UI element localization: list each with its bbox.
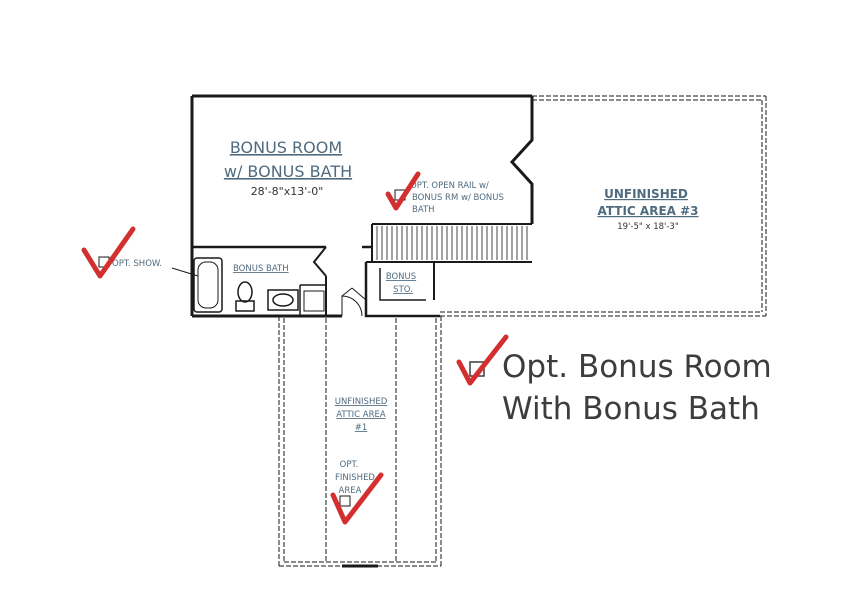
open-rail-label-1: OPT. OPEN RAIL w/ [410,181,489,191]
shower-leader-line [171,267,199,277]
attic-1-label-1: UNFINISHED [335,397,388,407]
opt-finished-label-3: AREA [339,486,362,496]
opt-finished-label-1: OPT. [340,460,359,470]
bonus-sto-label-1: BONUS [386,272,416,282]
bonus-room-dims: 28'-8"x13'-0" [251,185,324,198]
stair-rail [371,223,532,263]
callout-line-2: With Bonus Bath [502,391,760,427]
bonus-sto-label-2: STO. [393,285,413,295]
attic-area-3-outline [440,95,767,317]
bonus-room-title: BONUS ROOM [230,138,342,157]
open-rail-label-2: BONUS RM w/ BONUS [412,193,504,203]
attic-area-1-outline [278,316,442,567]
checkmark-icon [456,334,509,386]
bonus-room-subtitle: w/ BONUS BATH [224,162,352,181]
callout-line-1: Opt. Bonus Room [502,349,772,385]
checkmark-icon [81,226,136,279]
open-rail-label-3: BATH [412,205,435,215]
attic-3-label-2: ATTIC AREA #3 [597,204,698,218]
bonus-bath-label: BONUS BATH [233,264,289,274]
opt-finished-label-2: FINISHED [335,473,375,483]
opt-shower-label: OPT. SHOW. [112,259,162,269]
checkmark-icon [330,472,384,525]
attic-1-label-2: ATTIC AREA [336,410,386,420]
sink-fixture [267,289,299,311]
checkmark-icon [385,171,421,211]
attic-3-dims: 19'-5" x 18'-3" [617,222,679,232]
vanity-fixture [303,290,325,312]
attic-3-label-1: UNFINISHED [604,187,688,201]
toilet-fixture [235,281,255,312]
tub-fixture [193,257,223,313]
attic-1-label-3: #1 [355,423,368,433]
opt-finished-area-checkbox[interactable] [339,495,351,507]
